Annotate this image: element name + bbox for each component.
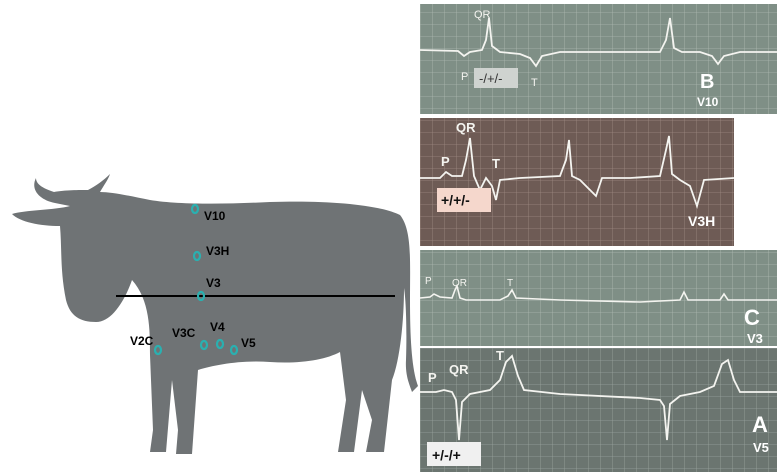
wave-label-t-a: T xyxy=(496,348,504,363)
ecg-panel-b: QR P T -/+/- B V10 xyxy=(420,4,777,114)
wave-label-qr-c: QR xyxy=(452,278,467,289)
ecg-panel-a: P QR T +/-/+ A V5 xyxy=(420,348,777,472)
wave-label-p-b: P xyxy=(461,71,468,83)
wave-label-p-a: P xyxy=(428,370,437,385)
panel-letter-c: C xyxy=(744,305,760,330)
electrode-label-v10: V10 xyxy=(204,209,226,223)
electrode-label-v3c: V3C xyxy=(172,326,196,340)
electrode-label-v5: V5 xyxy=(241,336,256,350)
lead-label-c: V3 xyxy=(747,331,763,346)
ecg-panel-v3h: QR P T +/+/- V3H xyxy=(420,118,734,246)
wave-label-qr-v3h: QR xyxy=(456,120,476,135)
electrode-label-v4: V4 xyxy=(210,320,225,334)
ecg-panel-c: P QR T C V3 xyxy=(420,250,777,346)
wave-label-p-c: P xyxy=(425,276,432,287)
wave-label-t-c: T xyxy=(507,278,513,289)
wave-label-qr-b: QR xyxy=(474,9,491,21)
wave-label-t-b: T xyxy=(531,77,538,89)
electrode-label-v2c: V2C xyxy=(130,334,154,348)
polarity-label-v3h: +/+/- xyxy=(441,192,470,208)
lead-label-b: V10 xyxy=(697,95,719,109)
electrode-label-v3h: V3H xyxy=(206,244,229,258)
wave-label-qr-a: QR xyxy=(449,362,469,377)
panel-letter-a: A xyxy=(752,412,768,437)
lead-label-v3h: V3H xyxy=(688,213,715,229)
polarity-label-a: +/-/+ xyxy=(432,447,461,463)
panel-letter-b: B xyxy=(700,71,714,93)
wave-label-t-v3h: T xyxy=(492,156,500,171)
lead-label-a: V5 xyxy=(753,440,769,455)
electrode-label-v3: V3 xyxy=(206,276,221,290)
polarity-label-b: -/+/- xyxy=(479,71,502,86)
wave-label-p-v3h: P xyxy=(441,154,450,169)
cow-silhouette: V10 V3H V3 V2C V3C V4 V5 xyxy=(12,174,418,454)
